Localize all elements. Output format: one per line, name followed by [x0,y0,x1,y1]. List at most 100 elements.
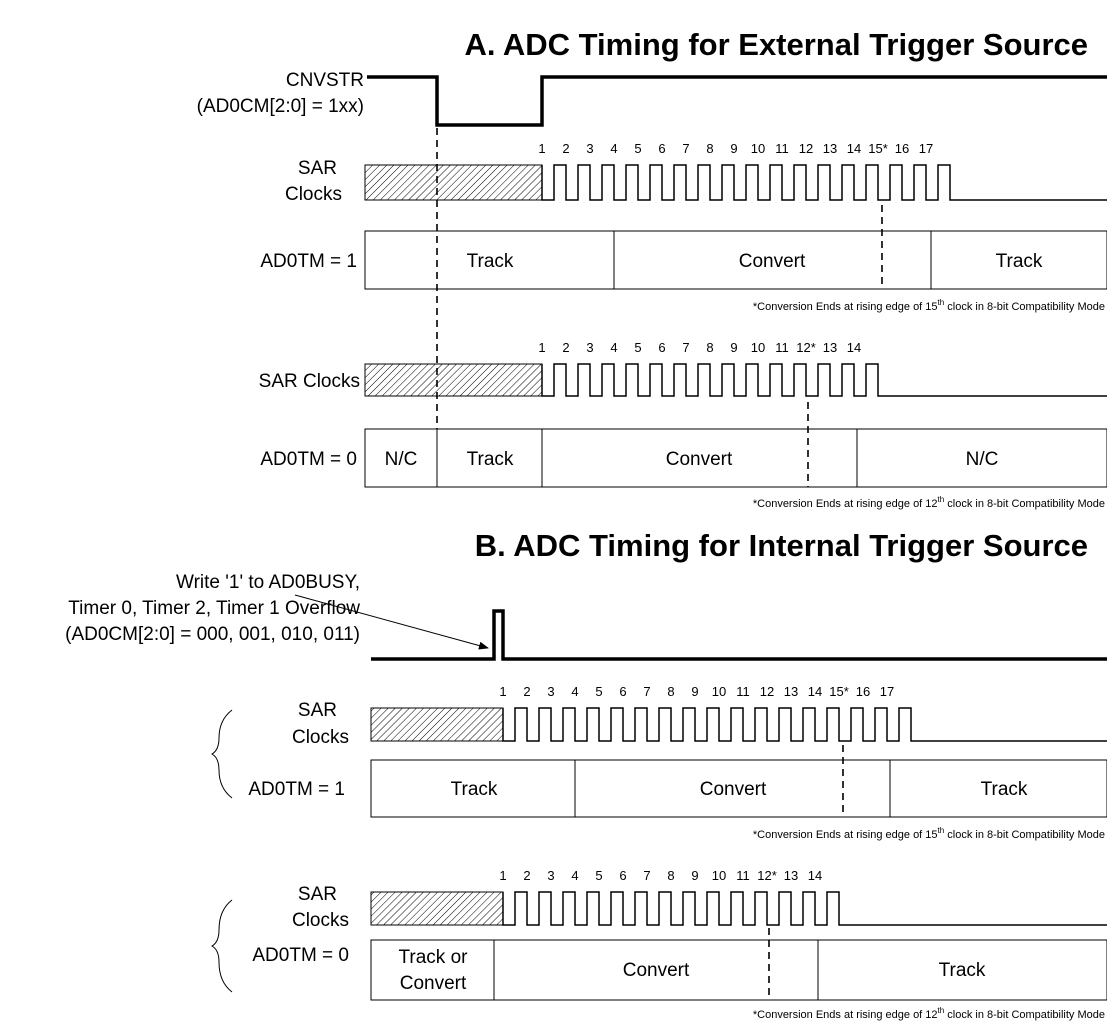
b2-clock-label-line2: Clocks [292,910,349,931]
clock-number: 16 [856,684,870,699]
clock-number: 1 [538,340,545,355]
clock-number: 10 [712,684,726,699]
trigger-pulse-waveform [371,609,1107,661]
trigger-arrow [294,594,489,650]
clock-number: 17 [880,684,894,699]
b1-mode-bar [370,759,1107,818]
b1-clock-hatch [370,707,504,742]
b1-brace [210,709,233,799]
clock-number: 7 [682,141,689,156]
clock-number: 12 [799,141,813,156]
a1-segment-track: Track [467,251,514,272]
clock-number: 7 [643,684,650,699]
clock-number: 14 [808,868,822,883]
a2-segment-convert: Convert [666,449,733,470]
b2-mode-bar [370,939,1107,1001]
clock-number: 5 [595,684,602,699]
clock-number: 8 [706,340,713,355]
clock-number: 16 [895,141,909,156]
b2-sar-clock-waveform [502,891,1107,926]
clock-number: 12* [757,868,777,883]
b2-segment-track-or: Track or [399,947,469,968]
clock-number: 15* [829,684,849,699]
a2-segment-nc-start: N/C [385,449,418,470]
clock-number: 8 [706,141,713,156]
clock-number: 12 [760,684,774,699]
a1-sar-clock-waveform [541,164,1107,201]
trigger-label-line2: Timer 0, Timer 2, Timer 1 Overflow [68,598,360,619]
clock-number: 4 [571,868,578,883]
clock-number: 5 [634,141,641,156]
b2-brace [210,899,233,993]
clock-number: 17 [919,141,933,156]
clock-number: 10 [751,340,765,355]
clock-number: 11 [775,141,789,156]
b1-clock-label-line2: Clocks [292,727,349,748]
b2-segment-convert-sub: Convert [400,973,467,994]
a2-clock-label: SAR Clocks [259,371,360,392]
b1-clock-label-line1: SAR [298,700,337,721]
clock-number: 6 [619,868,626,883]
b1-footnote: *Conversion Ends at rising edge of 15th … [753,826,1105,841]
clock-number: 7 [682,340,689,355]
a1-segment-track-end: Track [996,251,1043,272]
a2-footnote: *Conversion Ends at rising edge of 12th … [753,495,1105,510]
trigger-label-line1: Write '1' to AD0BUSY, [176,572,360,593]
clock-number: 15* [868,141,888,156]
a1-mode-bar [364,230,1107,290]
a1-footnote: *Conversion Ends at rising edge of 15th … [753,298,1105,313]
clock-number: 13 [823,141,837,156]
b2-segment-track: Track [939,960,986,981]
clock-number: 4 [571,684,578,699]
clock-number: 8 [667,868,674,883]
clock-number: 2 [523,868,530,883]
b2-clock-hatch [370,891,504,926]
clock-number: 11 [775,340,789,355]
a2-mode-bar [364,428,1107,488]
b2-footnote: *Conversion Ends at rising edge of 12th … [753,1006,1105,1021]
clock-number: 6 [619,684,626,699]
clock-number: 3 [547,868,554,883]
clock-number: 5 [595,868,602,883]
cnvstr-label: CNVSTR [286,70,364,91]
clock-number: 11 [736,868,750,883]
a1-segment-convert: Convert [739,251,806,272]
clock-number: 9 [691,684,698,699]
clock-number: 7 [643,868,650,883]
clock-number: 4 [610,340,617,355]
cnvstr-waveform [367,75,1107,127]
a2-segment-track: Track [467,449,514,470]
clock-number: 13 [784,684,798,699]
clock-number: 1 [499,868,506,883]
clock-number: 2 [562,141,569,156]
clock-number: 6 [658,141,665,156]
b1-sar-clock-waveform [502,707,1107,742]
section-a-title: A. ADC Timing for External Trigger Sourc… [464,27,1088,62]
a2-sar-clock-waveform [541,363,1107,397]
clock-number: 10 [751,141,765,156]
clock-number: 1 [499,684,506,699]
clock-number: 12* [796,340,816,355]
a1-clock-label-line2: Clocks [285,184,342,205]
clock-number: 9 [730,340,737,355]
b2-mode-label: AD0TM = 0 [252,945,349,966]
clock-number: 11 [736,684,750,699]
clock-number: 1 [538,141,545,156]
b1-mode-label: AD0TM = 1 [248,779,345,800]
clock-number: 3 [586,340,593,355]
clock-number: 14 [847,340,861,355]
clock-number: 5 [634,340,641,355]
a2-mode-label: AD0TM = 0 [260,449,357,470]
clock-number: 3 [547,684,554,699]
clock-number: 8 [667,684,674,699]
b1-segment-track: Track [451,779,498,800]
section-b-title: B. ADC Timing for Internal Trigger Sourc… [475,528,1088,563]
clock-number: 14 [847,141,861,156]
b2-clock-label-line1: SAR [298,884,337,905]
b2-segment-convert: Convert [623,960,690,981]
